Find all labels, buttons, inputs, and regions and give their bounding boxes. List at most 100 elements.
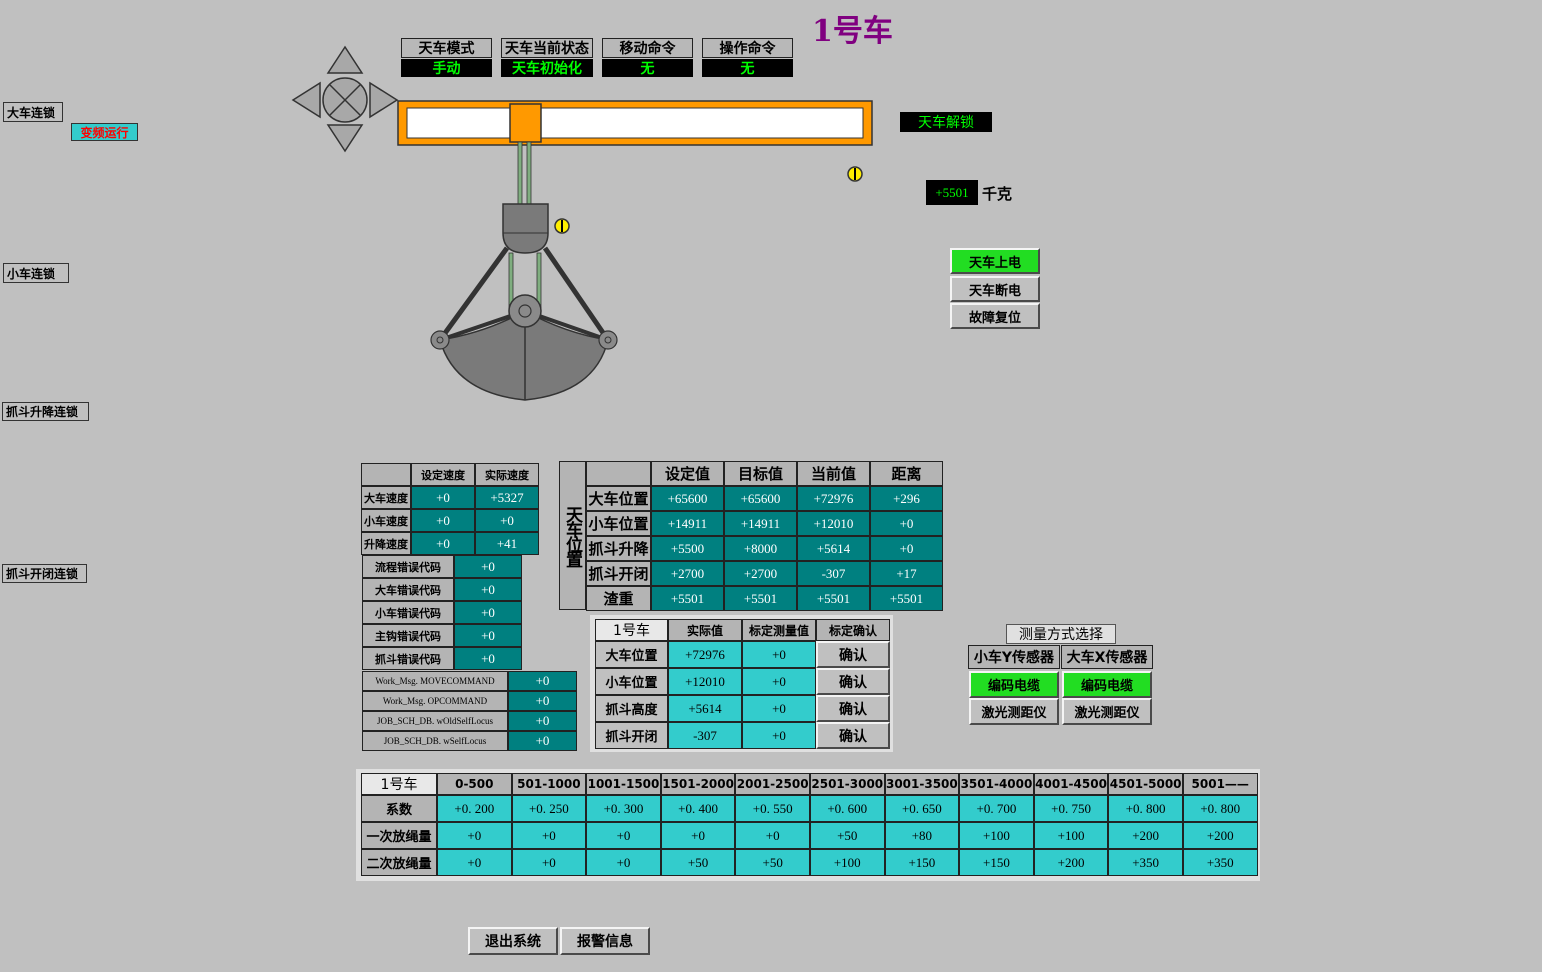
- calibration-measured-input[interactable]: +0: [742, 695, 816, 722]
- calibration-confirm-button[interactable]: 确认: [816, 641, 890, 668]
- coefficient-value-input[interactable]: +0. 300: [586, 795, 661, 822]
- calibration-measured-input[interactable]: +0: [742, 668, 816, 695]
- position-value: +65600: [651, 486, 724, 511]
- position-row-label: 小车位置: [586, 511, 651, 536]
- coefficient-value-input[interactable]: +0. 250: [511, 795, 587, 822]
- status-value-op: 无: [702, 59, 793, 77]
- bridge-laser-button[interactable]: 激光测距仪: [1062, 698, 1152, 725]
- error-code-value: +0: [454, 624, 522, 647]
- coefficient-value-input[interactable]: +0. 650: [884, 795, 960, 822]
- first-release-value-input[interactable]: +100: [959, 822, 1034, 849]
- bridge-interlock-button[interactable]: 大车连锁: [3, 102, 63, 122]
- second-release-value-input[interactable]: +350: [1182, 849, 1258, 876]
- second-release-value-input[interactable]: +50: [660, 849, 736, 876]
- power-off-button[interactable]: 天车断电: [950, 276, 1040, 302]
- second-release-value-input[interactable]: +200: [1033, 849, 1109, 876]
- second-release-value-input[interactable]: +50: [735, 849, 810, 876]
- error-code-label: 大车错误代码: [362, 578, 454, 601]
- coefficient-range-header: 0-500: [437, 773, 512, 795]
- position-value: +296: [870, 486, 943, 511]
- position-header-distance: 距离: [870, 461, 943, 486]
- position-side-label: 天车位置: [559, 461, 586, 610]
- calibration-confirm-button[interactable]: 确认: [816, 722, 890, 749]
- first-release-value-input[interactable]: +0: [660, 822, 736, 849]
- bridge-encoder-button[interactable]: 编码电缆: [1062, 671, 1152, 698]
- first-release-value-input[interactable]: +0: [586, 822, 661, 849]
- exit-system-button[interactable]: 退出系统: [468, 927, 558, 955]
- coefficient-value-input[interactable]: +0. 800: [1182, 795, 1258, 822]
- speed-table-corner: [361, 463, 411, 486]
- speed-row-label: 升降速度: [361, 532, 411, 555]
- coefficient-range-header: 3001-3500: [884, 773, 960, 795]
- coefficient-corner: 1号车: [361, 773, 437, 795]
- crane-graphic: [397, 100, 873, 401]
- position-value: +72976: [797, 486, 870, 511]
- first-release-value-input[interactable]: +80: [884, 822, 960, 849]
- position-value: +5500: [651, 536, 724, 561]
- crane-unlock-button[interactable]: 天车解锁: [900, 112, 992, 132]
- position-value: -307: [797, 561, 870, 586]
- position-value: +5501: [724, 586, 797, 611]
- calibration-row-label: 小车位置: [595, 668, 668, 695]
- coefficient-value-input[interactable]: +0. 550: [735, 795, 810, 822]
- down-arrow-icon[interactable]: [326, 124, 364, 153]
- coefficient-range-header: 2001-2500: [735, 773, 810, 795]
- second-release-value-input[interactable]: +0: [586, 849, 661, 876]
- power-on-button[interactable]: 天车上电: [950, 248, 1040, 274]
- coefficient-value-input[interactable]: +0. 800: [1108, 795, 1183, 822]
- second-release-value-input[interactable]: +100: [809, 849, 885, 876]
- left-arrow-icon[interactable]: [291, 81, 321, 119]
- coefficient-value-input[interactable]: +0. 600: [809, 795, 885, 822]
- speed-set-value[interactable]: +0: [411, 486, 475, 509]
- right-arrow-icon[interactable]: [369, 81, 399, 119]
- grab-interlock-button[interactable]: 抓斗开闭连锁: [2, 564, 87, 583]
- coefficient-value-input[interactable]: +0. 700: [959, 795, 1034, 822]
- position-value: +2700: [651, 561, 724, 586]
- hoist-interlock-button[interactable]: 抓斗升降连锁: [2, 402, 89, 421]
- first-release-value-input[interactable]: +200: [1108, 822, 1183, 849]
- coefficient-value-input[interactable]: +0. 750: [1033, 795, 1109, 822]
- position-header-set: 设定值: [651, 461, 724, 486]
- trolley-interlock-button[interactable]: 小车连锁: [3, 263, 69, 283]
- first-release-value-input[interactable]: +0: [511, 822, 587, 849]
- second-release-value-input[interactable]: +150: [884, 849, 960, 876]
- first-release-value-input[interactable]: +50: [809, 822, 885, 849]
- coefficient-value-input[interactable]: +0. 200: [437, 795, 512, 822]
- vfd-running-badge: 变频运行: [71, 123, 138, 141]
- alarm-info-button[interactable]: 报警信息: [560, 927, 650, 955]
- first-release-value-input[interactable]: +200: [1182, 822, 1258, 849]
- position-row-label: 渣重: [586, 586, 651, 611]
- weight-unit: 千克: [982, 185, 1013, 203]
- coefficient-value-input[interactable]: +0. 400: [660, 795, 736, 822]
- second-release-value-input[interactable]: +350: [1108, 849, 1183, 876]
- calibration-measured-input[interactable]: +0: [742, 722, 816, 749]
- second-release-value-input[interactable]: +0: [437, 849, 512, 876]
- up-arrow-icon[interactable]: [326, 45, 364, 74]
- calibration-confirm-button[interactable]: 确认: [816, 668, 890, 695]
- position-value: +14911: [724, 511, 797, 536]
- error-code-label: 流程错误代码: [362, 555, 454, 578]
- error-code-label: 小车错误代码: [362, 601, 454, 624]
- second-release-value-input[interactable]: +0: [511, 849, 587, 876]
- second-release-value-input[interactable]: +150: [959, 849, 1034, 876]
- first-release-value-input[interactable]: +0: [735, 822, 810, 849]
- speed-set-value[interactable]: +0: [411, 509, 475, 532]
- trolley-laser-button[interactable]: 激光测距仪: [969, 698, 1059, 725]
- calibration-table: 1号车 实际值 标定测量值 标定确认 大车位置 +72976 +0 确认 小车位…: [595, 619, 890, 749]
- weight-value: +5501: [926, 180, 978, 205]
- trolley-encoder-button[interactable]: 编码电缆: [969, 671, 1059, 698]
- measure-col-bridge: 大车X传感器: [1061, 645, 1153, 669]
- error-code-value: +0: [454, 555, 522, 578]
- fault-reset-button[interactable]: 故障复位: [950, 303, 1040, 329]
- calibration-confirm-button[interactable]: 确认: [816, 695, 890, 722]
- calibration-header-actual: 实际值: [668, 619, 742, 641]
- first-release-value-input[interactable]: +0: [437, 822, 512, 849]
- speed-set-value[interactable]: +0: [411, 532, 475, 555]
- status-value-move: 无: [602, 59, 693, 77]
- speed-row-label: 大车速度: [361, 486, 411, 509]
- first-release-value-input[interactable]: +100: [1033, 822, 1109, 849]
- position-value: +12010: [797, 511, 870, 536]
- work-message-table: Work_Msg. MOVECOMMAND +0 Work_Msg. OPCOM…: [362, 671, 577, 751]
- coefficient-range-header: 3501-4000: [959, 773, 1034, 795]
- calibration-measured-input[interactable]: +0: [742, 641, 816, 668]
